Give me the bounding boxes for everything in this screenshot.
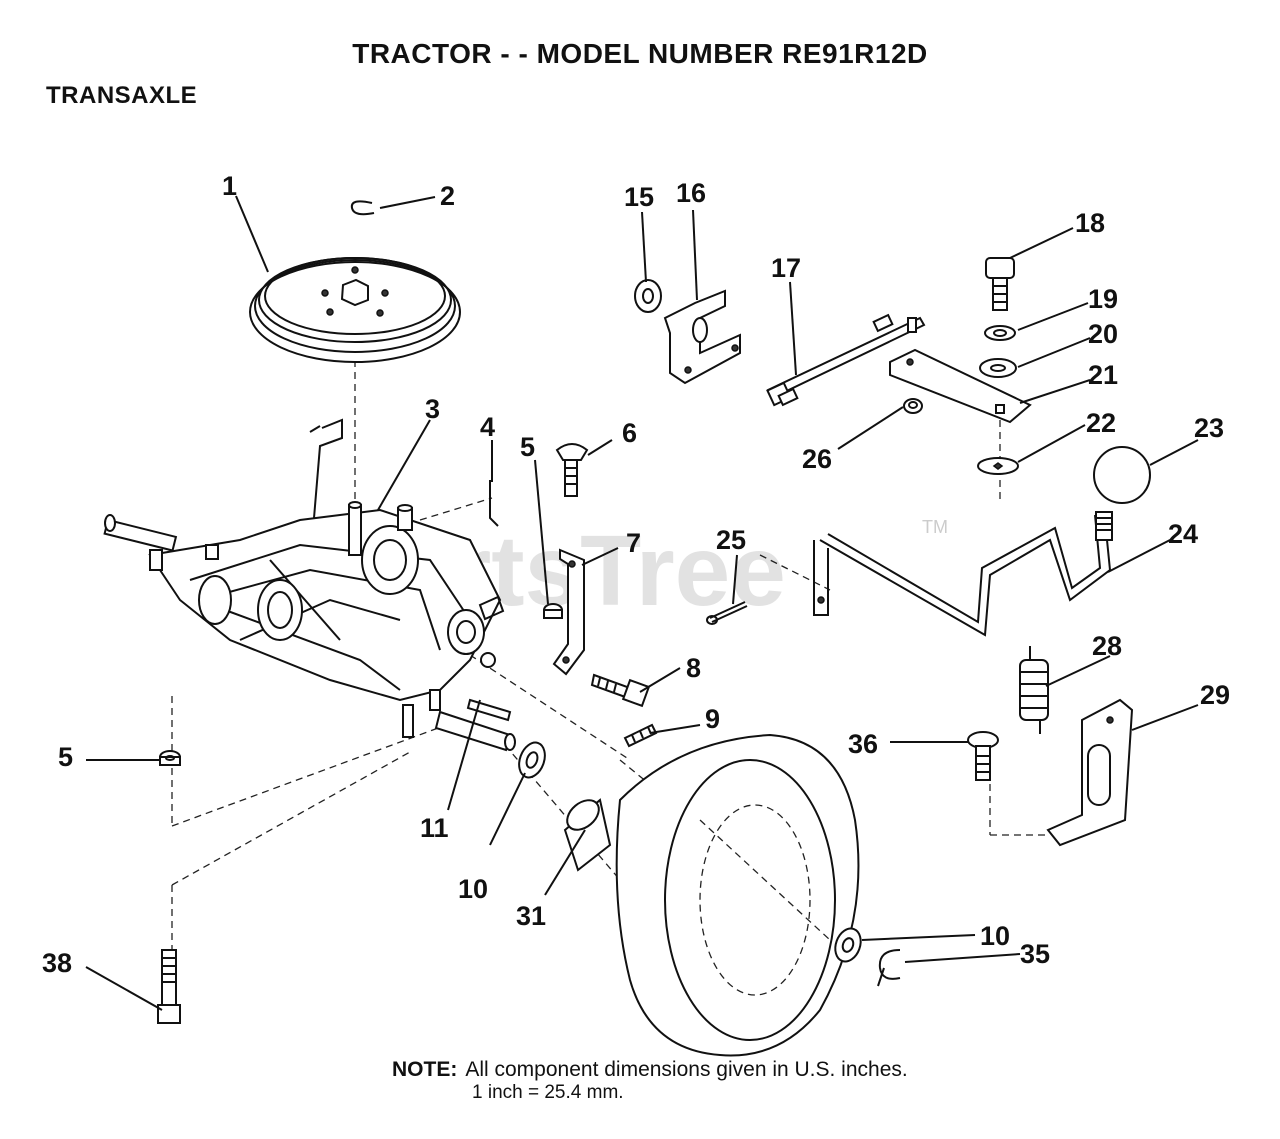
callout-38: 38 <box>42 948 72 978</box>
cotter-pin-part-25 <box>706 601 748 625</box>
callout-19: 19 <box>1088 284 1118 314</box>
nut-part-5-upper <box>543 603 563 619</box>
lever-rod-part-24 <box>813 511 1113 637</box>
washer-part-20 <box>979 358 1017 378</box>
washer-part-22 <box>977 457 1019 475</box>
spring-pin-part-9 <box>623 723 658 748</box>
callout-1: 1 <box>222 171 237 201</box>
callout-36: 36 <box>848 729 878 759</box>
callout-22: 22 <box>1086 408 1116 438</box>
callout-16: 16 <box>676 178 706 208</box>
transaxle-assembly <box>103 418 516 752</box>
bolt-part-38 <box>157 949 181 1024</box>
bracket-part-16 <box>663 289 741 385</box>
watermark-tm: TM <box>922 517 948 537</box>
leader-lines <box>85 195 1199 1011</box>
bracket-part-29 <box>1046 698 1134 847</box>
knob-part-23 <box>1093 446 1151 504</box>
clip-part-35 <box>877 949 901 987</box>
washer-part-26 <box>903 398 923 414</box>
clip-part-2 <box>350 200 375 216</box>
callout-17: 17 <box>771 253 801 283</box>
callout-11: 11 <box>420 813 449 843</box>
callout-labels: 1 2 3 4 5 6 7 8 9 10 11 31 5 38 15 16 17… <box>42 171 1230 978</box>
callout-35: 35 <box>1020 939 1050 969</box>
washer-part-15 <box>634 279 662 313</box>
nut-part-5-lower <box>159 750 181 766</box>
pulley-part-1 <box>249 257 461 363</box>
callout-23: 23 <box>1194 413 1224 443</box>
dimension-note: NOTE: All component dimensions given in U… <box>392 1058 908 1104</box>
bolt-part-36 <box>967 731 999 781</box>
callout-6: 6 <box>622 418 637 448</box>
bracket-part-7 <box>552 548 585 676</box>
callout-28: 28 <box>1092 631 1122 661</box>
section-title: TRANSAXLE <box>46 82 198 109</box>
note-line-1: All component dimensions given in U.S. i… <box>465 1058 908 1081</box>
callout-9: 9 <box>705 704 720 734</box>
callout-7: 7 <box>626 528 641 558</box>
callout-5-upper: 5 <box>520 432 535 462</box>
callout-21: 21 <box>1088 360 1118 390</box>
clip-part-4 <box>489 480 499 527</box>
callout-10-inner: 10 <box>458 874 488 904</box>
callout-29: 29 <box>1200 680 1230 710</box>
callout-8: 8 <box>686 653 701 683</box>
callout-26: 26 <box>802 444 832 474</box>
linkage-rod-part-17 <box>766 313 926 407</box>
washer-part-19 <box>984 325 1016 341</box>
bolt-part-18 <box>985 257 1015 311</box>
bolt-part-6 <box>555 443 589 497</box>
note-label: NOTE: <box>392 1058 458 1081</box>
callout-3: 3 <box>425 394 440 424</box>
callout-31: 31 <box>516 901 546 931</box>
spring-part-28 <box>1019 646 1049 734</box>
callout-15: 15 <box>624 182 654 212</box>
callout-10-outer: 10 <box>980 921 1010 951</box>
spacer-part-31 <box>563 798 612 872</box>
callout-24: 24 <box>1168 519 1198 549</box>
page-title: TRACTOR - - MODEL NUMBER RE91R12D <box>352 38 928 69</box>
callout-2: 2 <box>440 181 455 211</box>
washer-part-10-inner <box>518 741 546 779</box>
note-line-2: 1 inch = 25.4 mm. <box>472 1082 624 1103</box>
wheel-tire <box>615 733 860 1057</box>
callout-4: 4 <box>480 412 495 442</box>
callout-20: 20 <box>1088 319 1118 349</box>
callout-18: 18 <box>1075 208 1105 238</box>
bolt-part-8 <box>590 673 651 708</box>
washer-part-10-outer <box>834 927 862 963</box>
callout-25: 25 <box>716 525 746 555</box>
callout-5-lower: 5 <box>58 742 73 772</box>
plate-part-21 <box>889 348 1032 424</box>
